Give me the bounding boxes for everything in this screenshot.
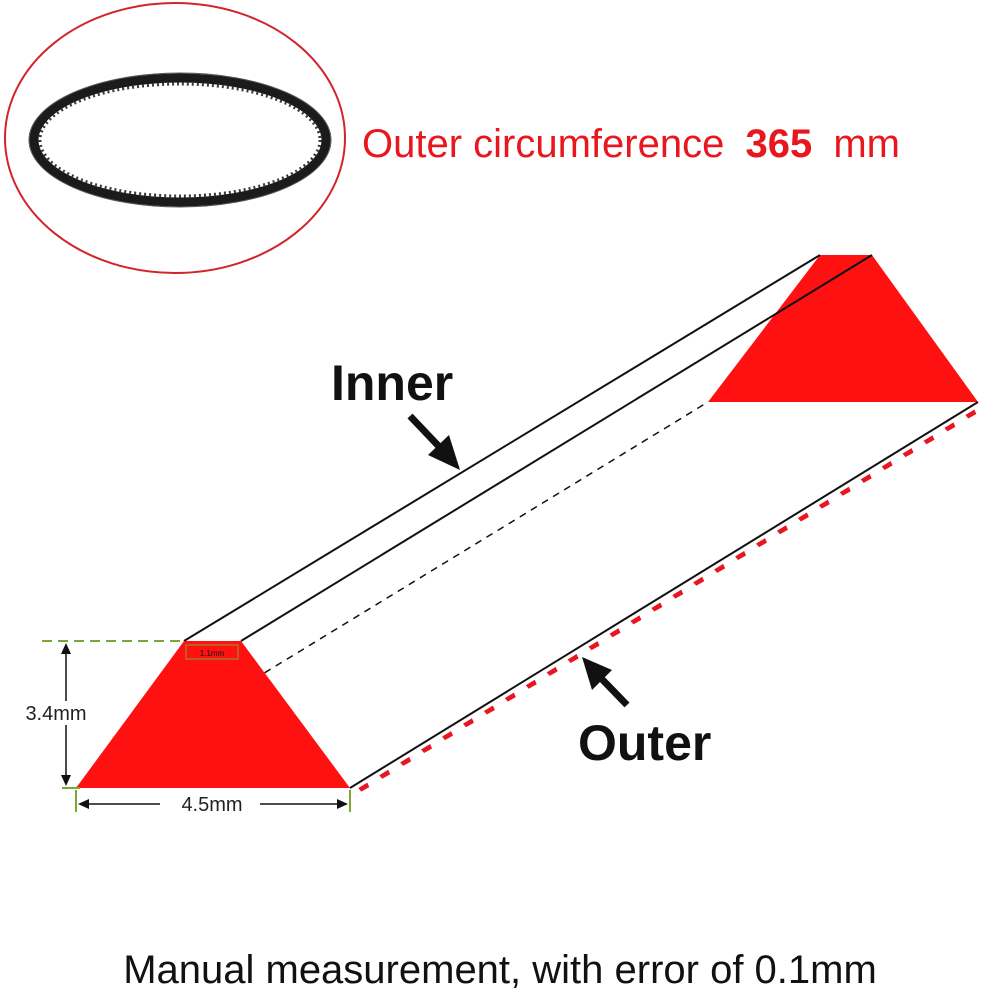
outer-edge xyxy=(349,401,979,789)
belt-tooth xyxy=(588,641,600,651)
belt-tooth xyxy=(923,435,935,445)
width-label-bg xyxy=(160,792,260,816)
belt-ring-outer xyxy=(29,73,331,207)
belt-tooth xyxy=(504,692,516,702)
circumference-heading: Outer circumference 365 mm xyxy=(362,122,900,166)
inner-callout: Inner xyxy=(331,355,460,470)
belt-tooth xyxy=(358,782,370,792)
top-left-edge xyxy=(183,254,821,642)
belt-ring-highlight xyxy=(28,72,332,208)
height-dimension: 3.4mm xyxy=(8,640,184,789)
belt-tooth xyxy=(735,551,747,561)
top-width-label: 1.1mm xyxy=(200,649,225,658)
outer-label: Outer xyxy=(578,715,711,771)
height-arrow-bottom xyxy=(61,775,71,786)
belt-tooth xyxy=(776,525,788,535)
top-width-box xyxy=(185,644,239,660)
circumference-label: Outer circumference xyxy=(362,122,724,166)
width-dimension: 4.5mm xyxy=(75,790,351,816)
belt-tooth xyxy=(818,499,830,509)
far-cross-section xyxy=(708,255,978,402)
belt-tooth xyxy=(609,628,621,638)
belt-tooth xyxy=(483,705,495,715)
belt-tooth xyxy=(672,589,684,599)
belt-tooth xyxy=(756,538,768,548)
outer-teeth xyxy=(358,409,977,792)
belt-thumbnail xyxy=(4,2,346,274)
belt-tooth xyxy=(379,769,391,779)
belt-tooth xyxy=(693,576,705,586)
belt-tooth xyxy=(462,718,474,728)
belt-tooth xyxy=(400,756,412,766)
belt-tooth xyxy=(902,448,914,458)
outer-arrow-head xyxy=(582,657,612,690)
belt-tooth xyxy=(442,731,454,741)
belt-tooth xyxy=(567,653,579,663)
belt-tooth xyxy=(525,679,537,689)
belt-tooth xyxy=(881,460,893,470)
top-width-dimension: 1.1mm xyxy=(185,644,239,660)
belt-tooth xyxy=(651,602,663,612)
inner-arrow-head xyxy=(428,435,460,470)
belt-ring-teeth xyxy=(38,82,322,198)
belt-tooth xyxy=(944,422,956,432)
width-arrow-right xyxy=(337,799,348,809)
circumference-value: 365 xyxy=(745,122,812,166)
thumbnail-frame-ellipse xyxy=(4,2,346,274)
circumference-unit: mm xyxy=(833,122,900,166)
top-right-edge xyxy=(240,254,873,642)
belt-tooth xyxy=(630,615,642,625)
belt-tooth xyxy=(546,666,558,676)
height-label-bg xyxy=(8,701,104,725)
near-cross-section xyxy=(76,641,350,788)
belt-tooth xyxy=(421,744,433,754)
belt-tooth xyxy=(714,563,726,573)
inner-label: Inner xyxy=(331,355,453,411)
width-label: 4.5mm xyxy=(181,794,242,816)
belt-tooth xyxy=(860,473,872,483)
height-arrow-top xyxy=(61,643,71,654)
belt-tooth xyxy=(797,512,809,522)
height-label: 3.4mm xyxy=(25,703,86,725)
width-arrow-left xyxy=(78,799,89,809)
footer-note: Manual measurement, with error of 0.1mm xyxy=(123,948,877,992)
belt-tooth xyxy=(839,486,851,496)
belt-tooth xyxy=(965,409,977,419)
outer-callout: Outer xyxy=(578,657,711,771)
